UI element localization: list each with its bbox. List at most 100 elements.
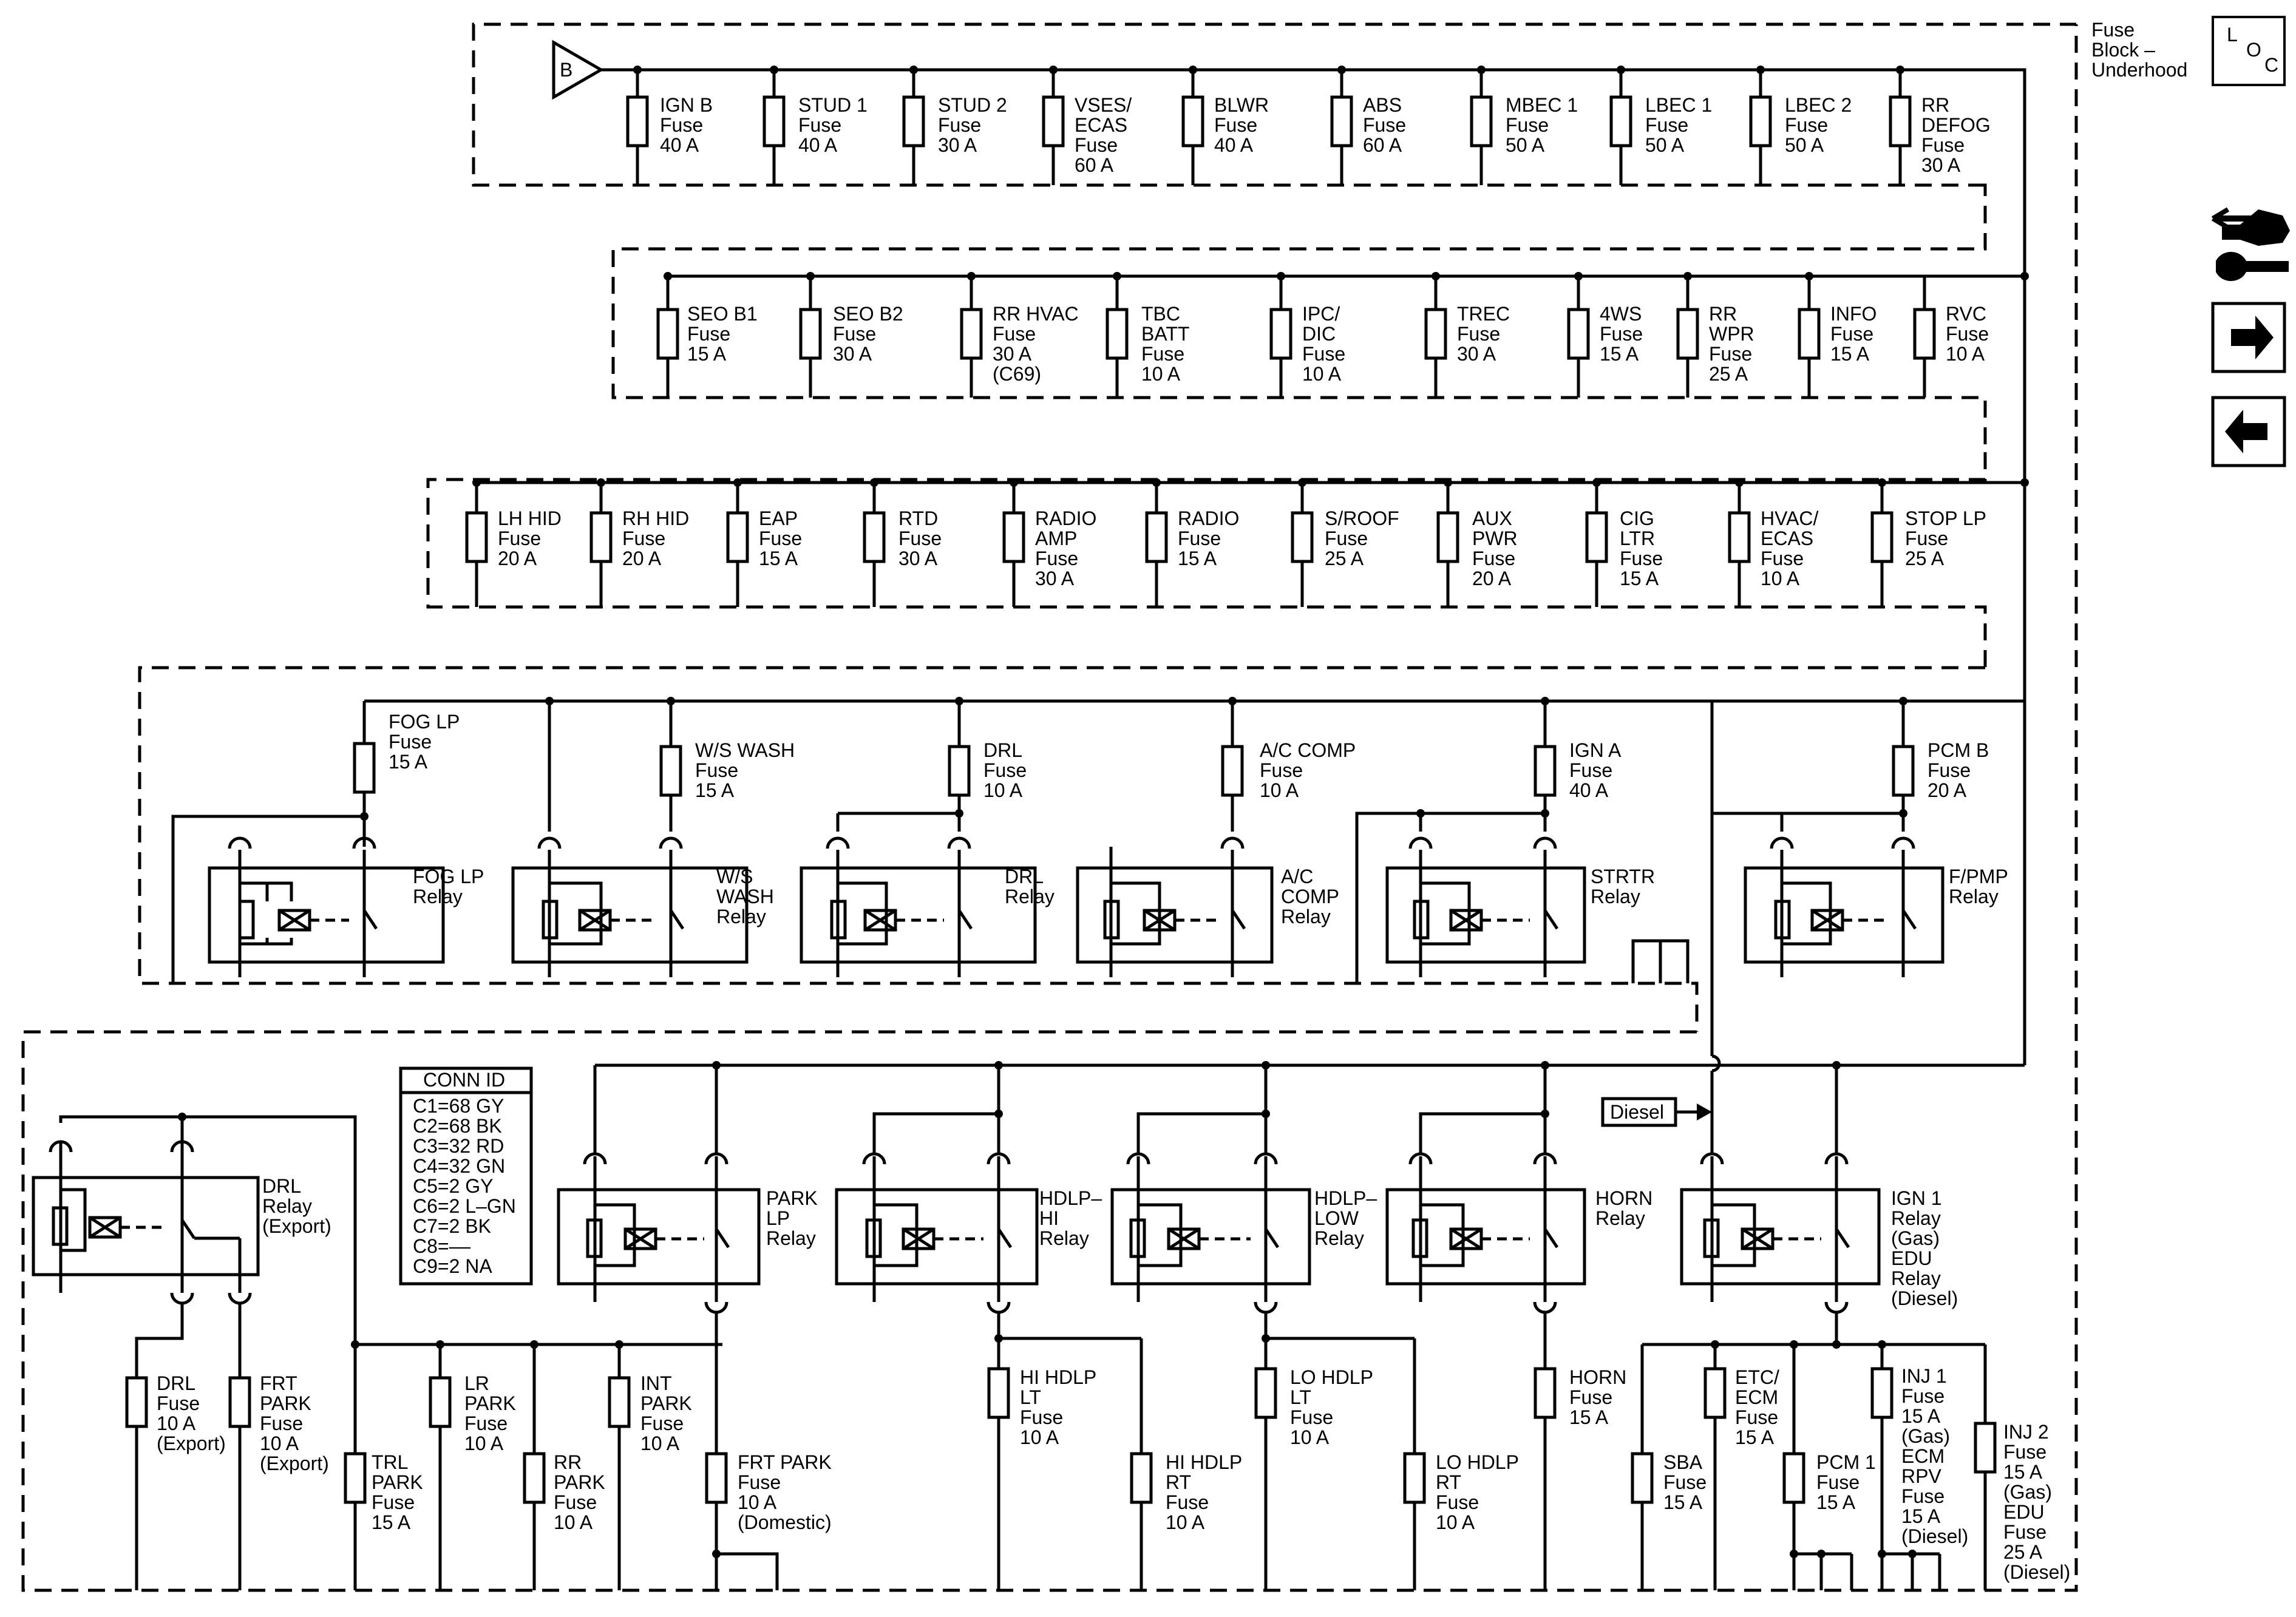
fuse-s-roof[interactable]: S/ROOF Fuse 25 A bbox=[1291, 483, 1399, 607]
fuse-lr-park[interactable]: LR PARK Fuse 10 A bbox=[429, 1344, 516, 1590]
svg-text:10 A: 10 A bbox=[1260, 779, 1299, 801]
svg-text:COMP: COMP bbox=[1281, 886, 1339, 907]
svg-text:(Export): (Export) bbox=[157, 1432, 226, 1454]
relay-ign-1[interactable]: IGN 1 Relay (Gas) EDU Relay (Diesel) bbox=[1680, 1065, 1958, 1314]
svg-text:HI HDLP: HI HDLP bbox=[1020, 1366, 1096, 1388]
svg-text:Fuse: Fuse bbox=[1816, 1471, 1860, 1493]
fuse-ac-comp[interactable]: A/C COMP Fuse 10 A bbox=[1221, 701, 1356, 832]
svg-text:10 A: 10 A bbox=[464, 1432, 504, 1454]
relay-drl-export[interactable]: DRL Relay (Export) bbox=[32, 1115, 357, 1344]
fuse-ws-wash[interactable]: W/S WASH Fuse 15 A bbox=[659, 701, 795, 832]
svg-text:PARK: PARK bbox=[260, 1392, 311, 1414]
fuse-rr-wpr[interactable]: RR WPR Fuse 25 A bbox=[1676, 276, 1754, 398]
fuse-rvc[interactable]: RVC Fuse 10 A bbox=[1913, 276, 1989, 398]
fuse-aux-pwr[interactable]: AUX PWR Fuse 20 A bbox=[1436, 483, 1518, 607]
fuse-info[interactable]: INFO Fuse 15 A bbox=[1798, 276, 1877, 398]
fuse-rr-hvac[interactable]: RR HVAC Fuse 30 A (C69) bbox=[960, 276, 1079, 398]
svg-text:CIG: CIG bbox=[1620, 507, 1654, 529]
relay-horn[interactable]: HORN Relay bbox=[1385, 1065, 1652, 1314]
fuse-stud-1[interactable]: STUD 1 Fuse 40 A bbox=[763, 70, 868, 185]
loc-icon[interactable]: L O C bbox=[2212, 16, 2286, 86]
relay-f-pmp[interactable]: F/PMP Relay bbox=[1712, 812, 2008, 977]
svg-text:CONN ID: CONN ID bbox=[423, 1069, 505, 1091]
fuse-lh-hid[interactable]: LH HID Fuse 20 A bbox=[465, 483, 562, 607]
fuse-trl-park[interactable]: TRL PARK Fuse 15 A bbox=[344, 1344, 423, 1590]
svg-text:Relay: Relay bbox=[413, 886, 463, 907]
fuse-cig-ltr[interactable]: CIG LTR Fuse 15 A bbox=[1585, 483, 1663, 607]
svg-text:Fuse: Fuse bbox=[938, 114, 981, 136]
svg-text:25 A: 25 A bbox=[1709, 363, 1748, 385]
fuse-fog-lp[interactable]: FOG LP Fuse 15 A bbox=[171, 701, 460, 983]
svg-text:Fuse: Fuse bbox=[1325, 527, 1368, 549]
relay-drl[interactable]: DRL Relay bbox=[800, 812, 1055, 977]
fuse-rr-park[interactable]: RR PARK Fuse 10 A bbox=[523, 1344, 605, 1590]
relay-ac-comp[interactable]: A/C COMP Relay bbox=[1076, 836, 1339, 977]
fuse-lbec-2[interactable]: LBEC 2 Fuse 50 A bbox=[1749, 70, 1852, 185]
svg-text:30 A: 30 A bbox=[833, 343, 872, 365]
fuse-inj-1[interactable]: INJ 1 Fuse 15 A (Gas) ECM RPV Fuse 15 A … bbox=[1870, 1344, 1968, 1590]
svg-text:C3=32 RD: C3=32 RD bbox=[413, 1135, 504, 1157]
relay-park-lp[interactable]: PARK LP Relay bbox=[557, 1065, 818, 1314]
fuse-ipc-dic[interactable]: IPC/ DIC Fuse 10 A bbox=[1269, 276, 1345, 398]
fuse-tbc-batt[interactable]: TBC BATT Fuse 10 A bbox=[1106, 276, 1189, 398]
fuse-vses-ecas[interactable]: VSES/ ECAS Fuse 60 A bbox=[1042, 70, 1132, 185]
svg-text:C4=32 GN: C4=32 GN bbox=[413, 1155, 505, 1177]
fuse-ign-b[interactable]: IGN B Fuse 40 A bbox=[626, 70, 713, 185]
svg-text:HORN: HORN bbox=[1595, 1187, 1652, 1209]
svg-text:15 A: 15 A bbox=[1901, 1505, 1941, 1527]
svg-text:RTD: RTD bbox=[898, 507, 938, 529]
fuse-etc-ecm[interactable]: ETC/ ECM Fuse 15 A bbox=[1703, 1344, 1779, 1590]
svg-text:Fuse: Fuse bbox=[2003, 1521, 2046, 1543]
fuse-lbec-1[interactable]: LBEC 1 Fuse 50 A bbox=[1609, 70, 1712, 185]
fuse-hi-hdlp-lt[interactable]: HI HDLP LT Fuse 10 A bbox=[987, 1311, 1141, 1590]
fuse-row-2: SEO B1 Fuse 15 A SEO B2 Fuse 30 A RR HVA… bbox=[656, 276, 1989, 398]
fuse-inj-2[interactable]: INJ 2 Fuse 15 A (Gas) EDU Fuse 25 A (Die… bbox=[1974, 1344, 2070, 1590]
fuse-seo-b2[interactable]: SEO B2 Fuse 30 A bbox=[799, 276, 903, 398]
fuse-eap[interactable]: EAP Fuse 15 A bbox=[726, 483, 802, 607]
fuse-frt-park-domestic[interactable]: FRT PARK Fuse 10 A (Domestic) bbox=[705, 1311, 832, 1590]
fuse-radio[interactable]: RADIO Fuse 15 A bbox=[1145, 483, 1239, 607]
fuse-pcm-b[interactable]: PCM B Fuse 20 A bbox=[1892, 701, 1989, 832]
next-page-arrow-icon[interactable] bbox=[2211, 302, 2286, 373]
svg-text:AMP: AMP bbox=[1035, 527, 1077, 549]
fuse-horn[interactable]: HORN Fuse 15 A bbox=[1533, 1311, 1626, 1590]
fuse-hi-hdlp-rt[interactable]: HI HDLP RT Fuse 10 A bbox=[1130, 1338, 1242, 1590]
svg-text:10 A: 10 A bbox=[738, 1491, 777, 1513]
fuse-stud-2[interactable]: STUD 2 Fuse 30 A bbox=[902, 70, 1007, 185]
fuse-ign-a[interactable]: IGN A Fuse 40 A bbox=[1533, 701, 1622, 832]
svg-text:S/ROOF: S/ROOF bbox=[1325, 507, 1399, 529]
svg-text:PARK: PARK bbox=[464, 1392, 516, 1414]
svg-text:LR: LR bbox=[464, 1372, 489, 1394]
svg-text:RH HID: RH HID bbox=[622, 507, 689, 529]
svg-text:30 A: 30 A bbox=[898, 547, 938, 569]
fuse-rh-hid[interactable]: RH HID Fuse 20 A bbox=[589, 483, 689, 607]
fuse-frt-park-export[interactable]: FRT PARK Fuse 10 A (Export) bbox=[228, 1302, 329, 1590]
fuse-lo-hdlp-rt[interactable]: LO HDLP RT Fuse 10 A bbox=[1403, 1338, 1519, 1590]
fuse-drl-export[interactable]: DRL Fuse 10 A (Export) bbox=[125, 1302, 226, 1590]
svg-text:10 A: 10 A bbox=[983, 779, 1023, 801]
svg-text:Fuse: Fuse bbox=[464, 1412, 508, 1434]
relay-ws-wash[interactable]: W/S WASH Relay bbox=[511, 701, 774, 977]
connector-tools-icon[interactable] bbox=[2211, 207, 2290, 281]
fuse-rr-defog[interactable]: RR DEFOG Fuse 30 A bbox=[1889, 70, 1991, 185]
fuse-int-park[interactable]: INT PARK Fuse 10 A bbox=[608, 1344, 692, 1590]
fuse-rtd[interactable]: RTD Fuse 30 A bbox=[863, 483, 942, 607]
fuse-4ws[interactable]: 4WS Fuse 15 A bbox=[1567, 276, 1643, 398]
fuse-sba[interactable]: SBA Fuse 15 A bbox=[1631, 1344, 1707, 1590]
fuse-stop-lp[interactable]: STOP LP Fuse 25 A bbox=[1870, 483, 1986, 607]
fuse-hvac-ecas[interactable]: HVAC/ ECAS Fuse 10 A bbox=[1728, 483, 1819, 607]
relay-hdlp-hi[interactable]: HDLP– HI Relay bbox=[835, 1065, 1102, 1314]
fuse-lo-hdlp-lt[interactable]: LO HDLP LT Fuse 10 A bbox=[1254, 1311, 1415, 1590]
fuse-seo-b1[interactable]: SEO B1 Fuse 15 A bbox=[656, 276, 758, 398]
fuse-trec[interactable]: TREC Fuse 30 A bbox=[1424, 276, 1510, 398]
relay-strtr[interactable]: STRTR Relay bbox=[1355, 812, 1655, 983]
relay-hdlp-low[interactable]: HDLP– LOW Relay bbox=[1110, 1065, 1377, 1314]
fuse-mbec-1[interactable]: MBEC 1 Fuse 50 A bbox=[1470, 70, 1578, 185]
svg-text:DRL: DRL bbox=[157, 1372, 195, 1394]
fuse-radio-amp[interactable]: RADIO AMP Fuse 30 A bbox=[1002, 483, 1096, 607]
previous-page-arrow-icon[interactable] bbox=[2211, 396, 2286, 467]
svg-text:C9=2 NA: C9=2 NA bbox=[413, 1255, 492, 1277]
relay-fog-lp[interactable]: FOG LP Relay bbox=[208, 816, 484, 977]
fuse-blwr[interactable]: BLWR Fuse 40 A bbox=[1181, 70, 1269, 185]
fuse-abs[interactable]: ABS Fuse 60 A bbox=[1330, 70, 1406, 185]
